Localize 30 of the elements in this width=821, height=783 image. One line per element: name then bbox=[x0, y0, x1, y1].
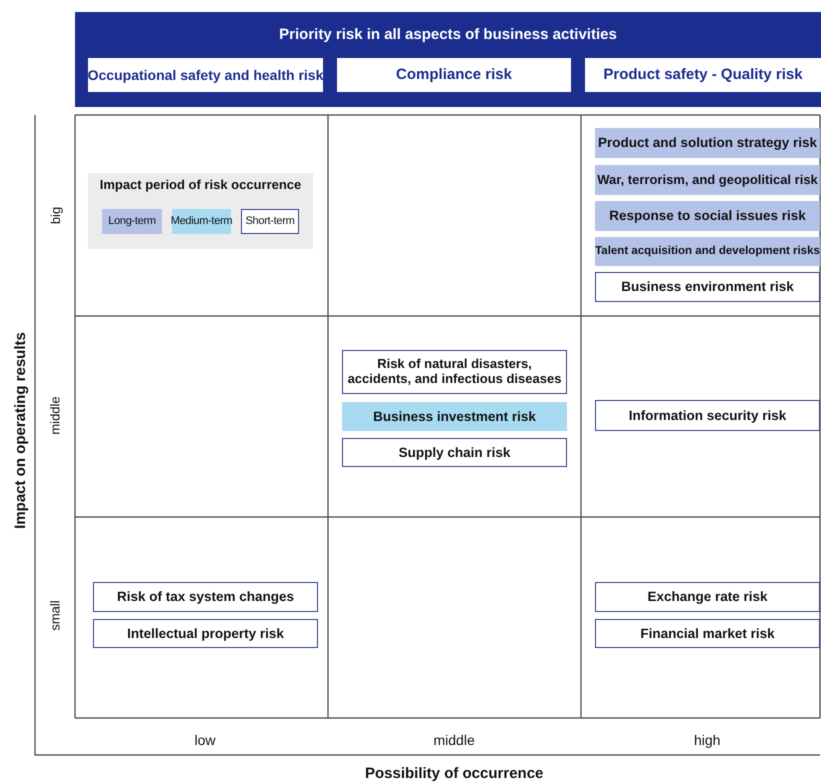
axis-tick-label: small bbox=[48, 600, 63, 630]
risk-box: War, terrorism, and geopolitical risk bbox=[595, 165, 820, 195]
risk-box: Business investment risk bbox=[342, 402, 567, 431]
banner-title: Priority risk in all aspects of business activities bbox=[278, 26, 618, 44]
risk-box: Talent acquisition and development risks bbox=[595, 237, 820, 266]
legend-title: Impact period of risk occurrence bbox=[98, 176, 302, 192]
risk-box: Business environment risk bbox=[595, 272, 820, 302]
axis-title: Impact on operating results bbox=[11, 332, 28, 528]
risk-box: Supply chain risk bbox=[342, 438, 567, 467]
risk-box: Response to social issues risk bbox=[595, 201, 820, 231]
risk-box: Exchange rate risk bbox=[595, 582, 820, 612]
legend-swatch: Long-term bbox=[102, 209, 162, 234]
risk-box: Financial market risk bbox=[595, 619, 820, 648]
category-box: Product safety - Quality risk bbox=[585, 58, 821, 92]
header-banner bbox=[75, 12, 821, 107]
axis-tick-label: big bbox=[48, 206, 63, 224]
axis-tick-label: middle bbox=[48, 396, 63, 434]
axis-tick-label: high bbox=[694, 732, 720, 748]
axis-tick-label: low bbox=[194, 732, 216, 748]
risk-box: Risk of tax system changes bbox=[93, 582, 318, 612]
risk-box: Intellectual property risk bbox=[93, 619, 318, 648]
legend-swatch: Medium-term bbox=[172, 209, 231, 234]
axis-title: Possibility of occurrence bbox=[365, 764, 544, 782]
legend-swatch: Short-term bbox=[241, 209, 299, 234]
axis-tick-label: middle bbox=[434, 732, 475, 748]
risk-box: Product and solution strategy risk bbox=[595, 128, 820, 158]
risk-box: Risk of natural disasters, accidents, and infectious diseases bbox=[342, 350, 567, 394]
category-box: Occupational safety and health risk bbox=[88, 58, 323, 92]
risk-box: Information security risk bbox=[595, 400, 820, 431]
category-box: Compliance risk bbox=[337, 58, 571, 92]
